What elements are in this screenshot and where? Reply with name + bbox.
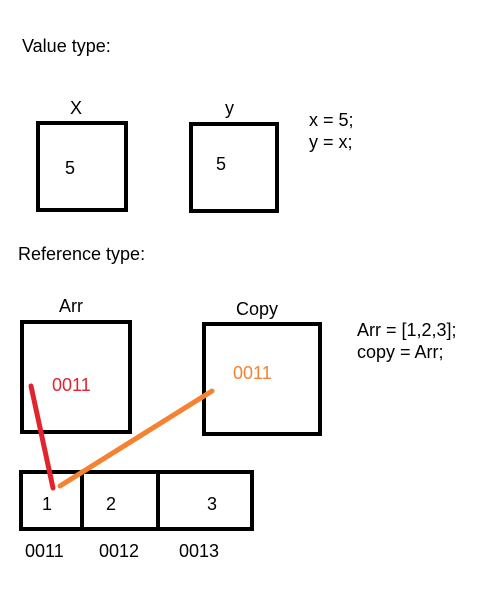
reference-type-title: Reference type: [18,244,145,264]
arr-variable-label: Arr [59,296,83,316]
y-variable-label: y [225,98,234,118]
value-code-line-1: x = 5; [309,110,354,130]
copy-variable-value: 0011 [233,363,272,383]
array-cell-value: 1 [42,494,52,514]
reference-code-line-2: copy = Arr; [357,342,444,362]
value-type-title: Value type: [22,36,111,56]
arr-pointer-line [28,383,56,491]
x-variable-value: 5 [65,158,75,178]
arr-variable-value: 0011 [52,375,91,395]
y-variable-value: 5 [216,154,226,174]
array-memory-block [19,470,254,531]
array-cell-value: 2 [106,494,116,514]
x-variable-box [36,121,128,212]
memory-address-label: 0013 [179,541,219,561]
copy-pointer-line [57,388,215,489]
reference-code-line-1: Arr = [1,2,3]; [357,320,457,340]
copy-variable-box [202,322,322,436]
memory-address-label: 0011 [25,541,64,561]
array-cell-value: 3 [207,494,217,514]
memory-address-label: 0012 [99,541,139,561]
value-code-line-2: y = x; [309,132,353,152]
y-variable-box [189,122,279,213]
x-variable-label: X [70,98,82,118]
copy-variable-label: Copy [236,299,278,319]
arr-variable-box [20,320,132,434]
